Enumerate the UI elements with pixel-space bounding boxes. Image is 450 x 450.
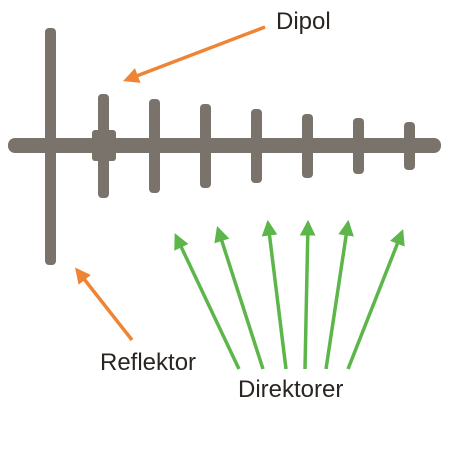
director-element-4 bbox=[302, 114, 313, 178]
director-arrow-2 bbox=[214, 226, 265, 370]
dipole-arrow bbox=[123, 25, 266, 83]
reflector-arrow bbox=[75, 267, 134, 342]
pointer-arrows bbox=[75, 25, 405, 370]
directors-label: Direktorer bbox=[238, 376, 344, 403]
antenna bbox=[8, 28, 441, 265]
dipole-label: Dipol bbox=[276, 8, 331, 35]
director-arrow-6 bbox=[346, 229, 405, 370]
director-arrow-1 bbox=[174, 233, 241, 370]
director-arrow-3 bbox=[261, 219, 288, 370]
dipole-feed-block bbox=[92, 130, 116, 161]
director-arrow-5 bbox=[324, 219, 354, 370]
director-element-5 bbox=[353, 118, 364, 174]
director-element-1 bbox=[149, 99, 160, 193]
antenna-boom bbox=[8, 138, 441, 153]
director-arrow-4 bbox=[299, 219, 316, 370]
reflector-label: Reflektor bbox=[100, 349, 197, 376]
director-element-2 bbox=[200, 104, 211, 188]
reflector-element bbox=[45, 28, 56, 265]
director-element-3 bbox=[251, 109, 262, 183]
director-element-6 bbox=[404, 122, 415, 170]
